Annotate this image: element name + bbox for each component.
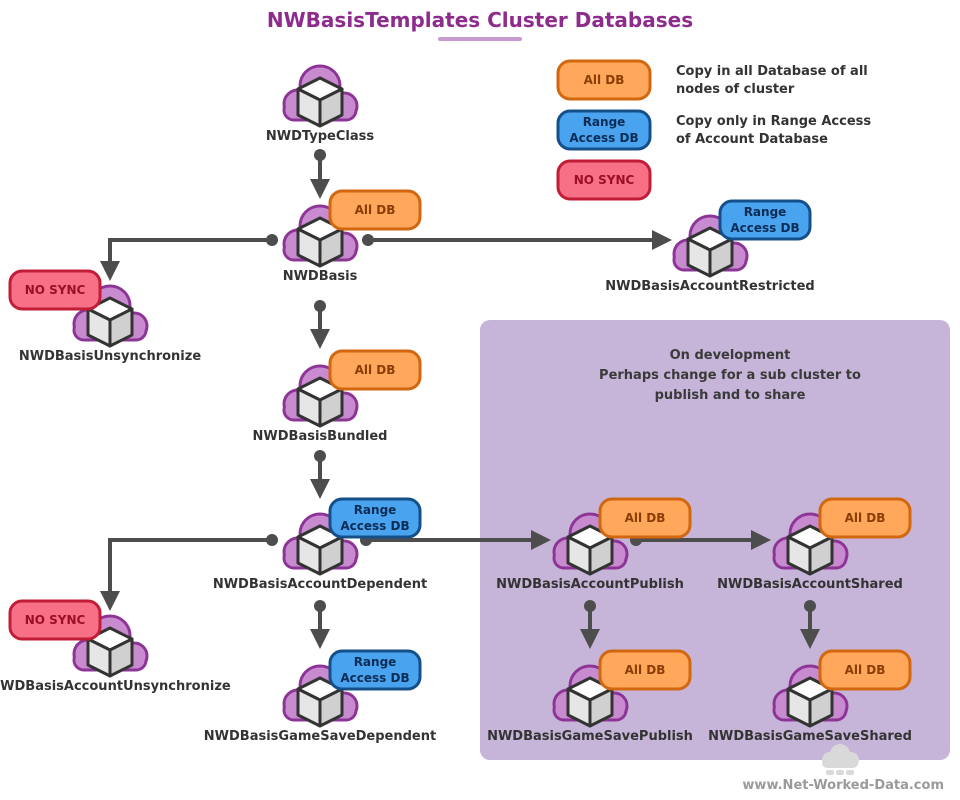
node-badge-all: All DB bbox=[328, 349, 422, 391]
node-label: NWDBasisBundled bbox=[253, 429, 388, 444]
node-nwdbasis-account-publish: All DB NWDBasisAccountPublish bbox=[496, 497, 692, 592]
node-badge-nosync-text: NO SYNC bbox=[25, 613, 86, 627]
node-label: NWDBasisAccountUnsynchronize bbox=[0, 679, 231, 694]
connector-dot bbox=[266, 534, 278, 546]
node-nwdbasis-account-shared: All DB NWDBasisAccountShared bbox=[717, 497, 912, 592]
node-label: NWDBasisAccountRestricted bbox=[605, 279, 814, 294]
node-badge-all: All DB bbox=[818, 649, 912, 691]
connector-nwdbasis-account-shared-to-nwdbasis-game-save-shared bbox=[800, 600, 820, 649]
connector-dot bbox=[314, 149, 326, 161]
connector-nwdbasis-account-dependent-to-nwdbasis-game-save-dependent bbox=[310, 600, 330, 649]
connector-nwdbasis-account-dependent-to-nwdbasis-account-unsynchronize bbox=[100, 534, 278, 611]
legend-description-range: Copy only in Range Access of Account Dat… bbox=[676, 114, 872, 147]
connector-dot bbox=[266, 234, 278, 246]
node-label: NWDBasisAccountShared bbox=[717, 577, 903, 592]
connector-dot bbox=[362, 234, 374, 246]
cloud-database-icon bbox=[282, 364, 359, 428]
connector-nwdbasis-bundled-to-nwdbasis-account-dependent bbox=[310, 450, 330, 499]
connector-nwdbasis-account-publish-to-nwdbasis-game-save-publish bbox=[580, 600, 600, 649]
node-nwdtype-class: NWDTypeClass bbox=[266, 64, 374, 144]
node-label: NWDBasisGameSaveDependent bbox=[204, 729, 436, 744]
page-title: NWBasisTemplates Cluster Databases bbox=[266, 8, 694, 32]
node-badge-all-text: All DB bbox=[355, 363, 396, 377]
node-label: NWDBasisAccountPublish bbox=[496, 577, 684, 592]
cloud-logo-icon bbox=[822, 744, 859, 775]
legend-badge-all-text: All DB bbox=[584, 73, 625, 87]
node-label: NWDBasisGameSaveShared bbox=[708, 729, 912, 744]
cloud-database-icon bbox=[282, 204, 359, 268]
node-badge-all-text: All DB bbox=[845, 663, 886, 677]
node-badge-all-text: All DB bbox=[845, 511, 886, 525]
connector-dot bbox=[804, 600, 816, 612]
node-label: NWDBasisUnsynchronize bbox=[19, 349, 201, 364]
node-badge-nosync: NO SYNC bbox=[8, 599, 102, 641]
node-nwdbasis: All DB NWDBasis bbox=[282, 189, 422, 284]
node-nwdbasis-account-unsynchronize: NO SYNC NWDBasisAccountUnsynchronize bbox=[0, 599, 231, 694]
node-label: NWDBasisAccountDependent bbox=[213, 577, 427, 592]
node-badge-all-text: All DB bbox=[625, 663, 666, 677]
footer-url: www.Net-Worked-Data.com bbox=[742, 778, 944, 793]
node-nwdbasis-game-save-shared: All DB NWDBasisGameSaveShared bbox=[708, 649, 912, 744]
node-badge-all: All DB bbox=[818, 497, 912, 539]
legend-badge-nosync: NO SYNC bbox=[556, 159, 652, 201]
connector-nwdbasis-to-nwdbasis-unsynchronize bbox=[100, 234, 278, 281]
cloud-database-icon bbox=[282, 64, 359, 128]
connector-dot bbox=[584, 600, 596, 612]
connector-dot bbox=[314, 450, 326, 462]
cloud-database-icon bbox=[72, 284, 149, 348]
connector-dot bbox=[314, 300, 326, 312]
node-nwdbasis-game-save-publish: All DB NWDBasisGameSavePublish bbox=[487, 649, 693, 744]
connector-dot bbox=[314, 600, 326, 612]
title-underline bbox=[438, 37, 522, 41]
node-label: NWDBasis bbox=[283, 269, 358, 284]
node-badge-all-text: All DB bbox=[355, 203, 396, 217]
node-badge-all: All DB bbox=[598, 497, 692, 539]
legend-badge-all: All DB bbox=[556, 59, 652, 101]
connector-nwdtype-class-to-nwdbasis bbox=[310, 149, 330, 199]
development-note: On development Perhaps change for a sub … bbox=[599, 348, 861, 403]
node-badge-all: All DB bbox=[598, 649, 692, 691]
node-label: NWDTypeClass bbox=[266, 129, 374, 144]
node-badge-nosync: NO SYNC bbox=[8, 269, 102, 311]
legend-description-all: Copy in all Database of all nodes of clu… bbox=[676, 64, 868, 97]
node-label: NWDBasisGameSavePublish bbox=[487, 729, 693, 744]
connector-nwdbasis-to-nwdbasis-bundled bbox=[310, 300, 330, 349]
cloud-database-icon bbox=[772, 512, 849, 576]
legend-badge-nosync-text: NO SYNC bbox=[574, 173, 635, 187]
node-nwdbasis-bundled: All DB NWDBasisBundled bbox=[253, 349, 422, 444]
node-badge-all: All DB bbox=[328, 189, 422, 231]
node-badge-all-text: All DB bbox=[625, 511, 666, 525]
connector-nwdbasis-to-nwdbasis-account-restricted bbox=[362, 230, 672, 250]
node-badge-nosync-text: NO SYNC bbox=[25, 283, 86, 297]
node-nwdbasis-unsynchronize: NO SYNC NWDBasisUnsynchronize bbox=[8, 269, 201, 364]
